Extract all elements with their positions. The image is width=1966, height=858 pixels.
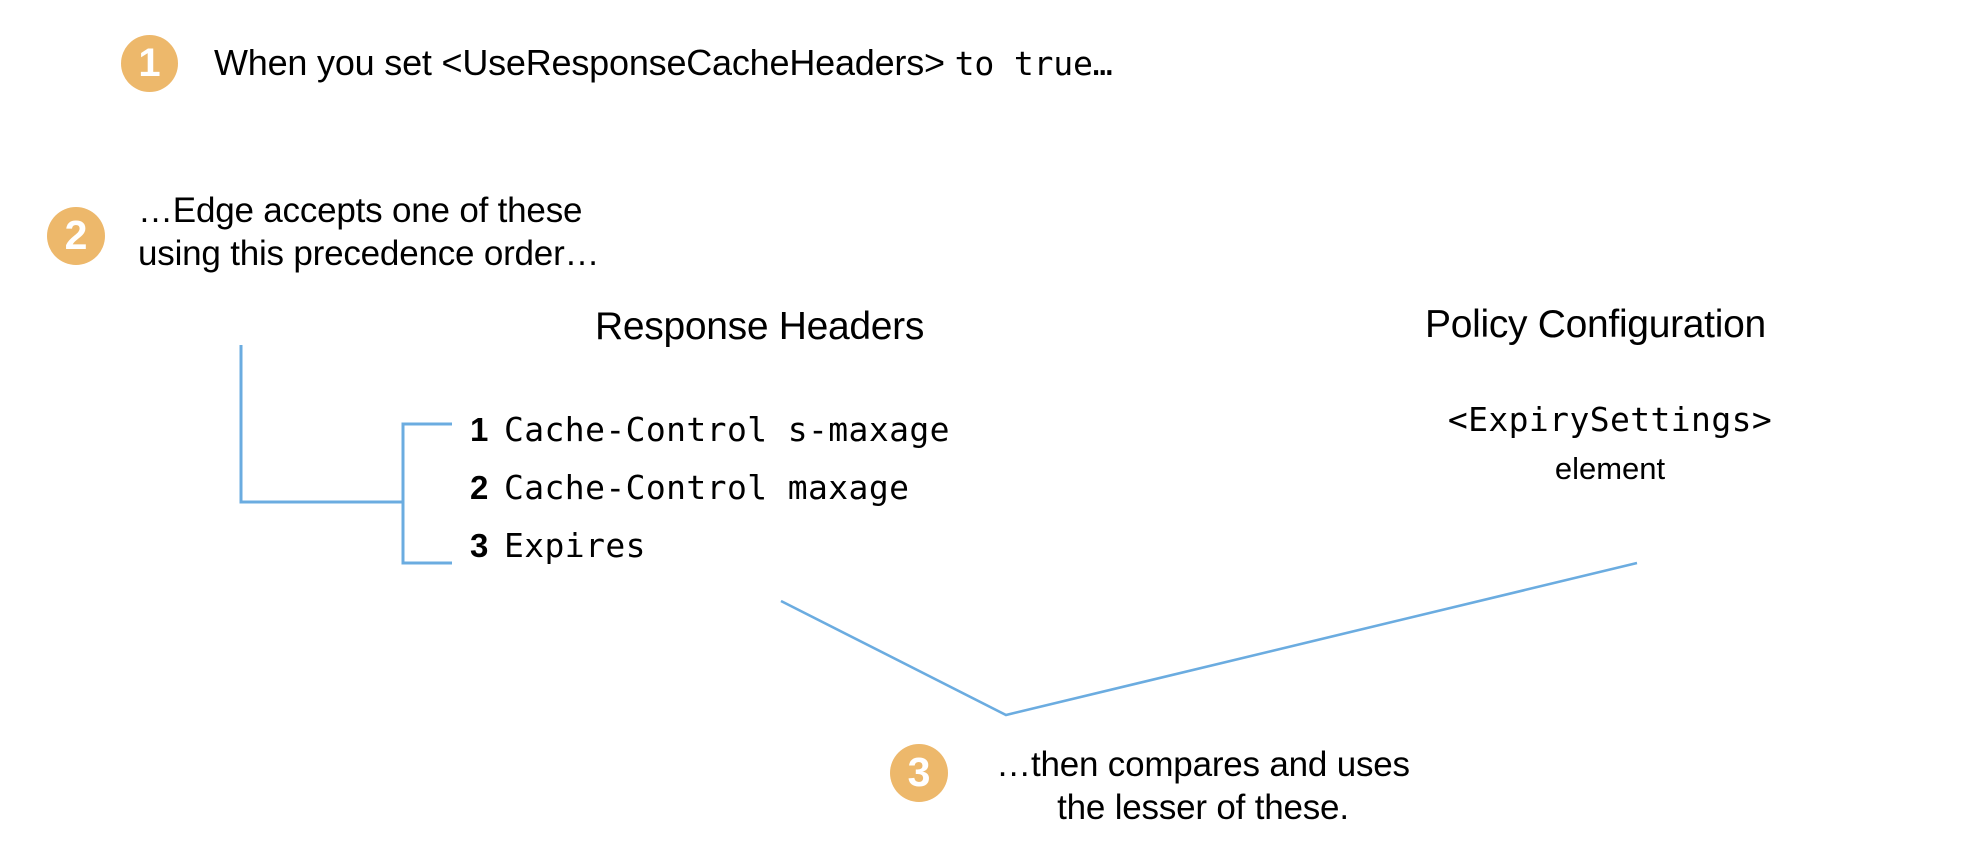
precedence-header: Cache-Control s-maxage — [504, 410, 950, 449]
step-1-text-mono: to true… — [954, 44, 1113, 83]
step-3-number: 3 — [907, 748, 931, 795]
policy-element-kind: element — [1554, 451, 1666, 486]
policy-element-name: <ExpirySettings> — [1447, 400, 1773, 439]
response-headers-title: Response Headers — [595, 305, 925, 348]
list-item: 2 Cache-Control maxage — [470, 468, 1090, 526]
precedence-header: Cache-Control maxage — [504, 468, 910, 507]
policy-configuration-title: Policy Configuration — [1425, 303, 1766, 346]
step-2-number: 2 — [64, 211, 88, 258]
policy-configuration-block: <ExpirySettings> element — [1370, 400, 1850, 487]
list-item: 1 Cache-Control s-maxage — [470, 410, 1090, 468]
precedence-list: 1 Cache-Control s-maxage 2 Cache-Control… — [470, 410, 1090, 584]
step2-elbow-connector — [239, 345, 403, 504]
precedence-rank: 3 — [470, 527, 489, 564]
step-3-badge: 3 — [890, 744, 948, 802]
step-2-text: …Edge accepts one of these using this pr… — [138, 191, 600, 273]
step-2-badge: 2 — [47, 207, 105, 265]
precedence-rank: 2 — [470, 469, 489, 506]
step-1-number: 1 — [138, 40, 161, 85]
precedence-header: Expires — [504, 526, 646, 565]
step-3-text: …then compares and uses the lesser of th… — [968, 744, 1438, 829]
step-3-text-line-2: the lesser of these. — [1057, 787, 1349, 827]
step-1-text: When you set <UseResponseCacheHeaders> t… — [214, 41, 1113, 84]
precedence-rank: 1 — [470, 411, 489, 448]
list-item: 3 Expires — [470, 526, 1090, 584]
comparison-v-connector — [780, 561, 1638, 717]
step-3-text-line-1: …then compares and uses — [996, 745, 1410, 784]
precedence-bracket — [401, 422, 452, 565]
step-1-text-plain: When you set <UseResponseCacheHeaders> — [214, 42, 955, 83]
step-1-badge: 1 — [121, 35, 178, 92]
